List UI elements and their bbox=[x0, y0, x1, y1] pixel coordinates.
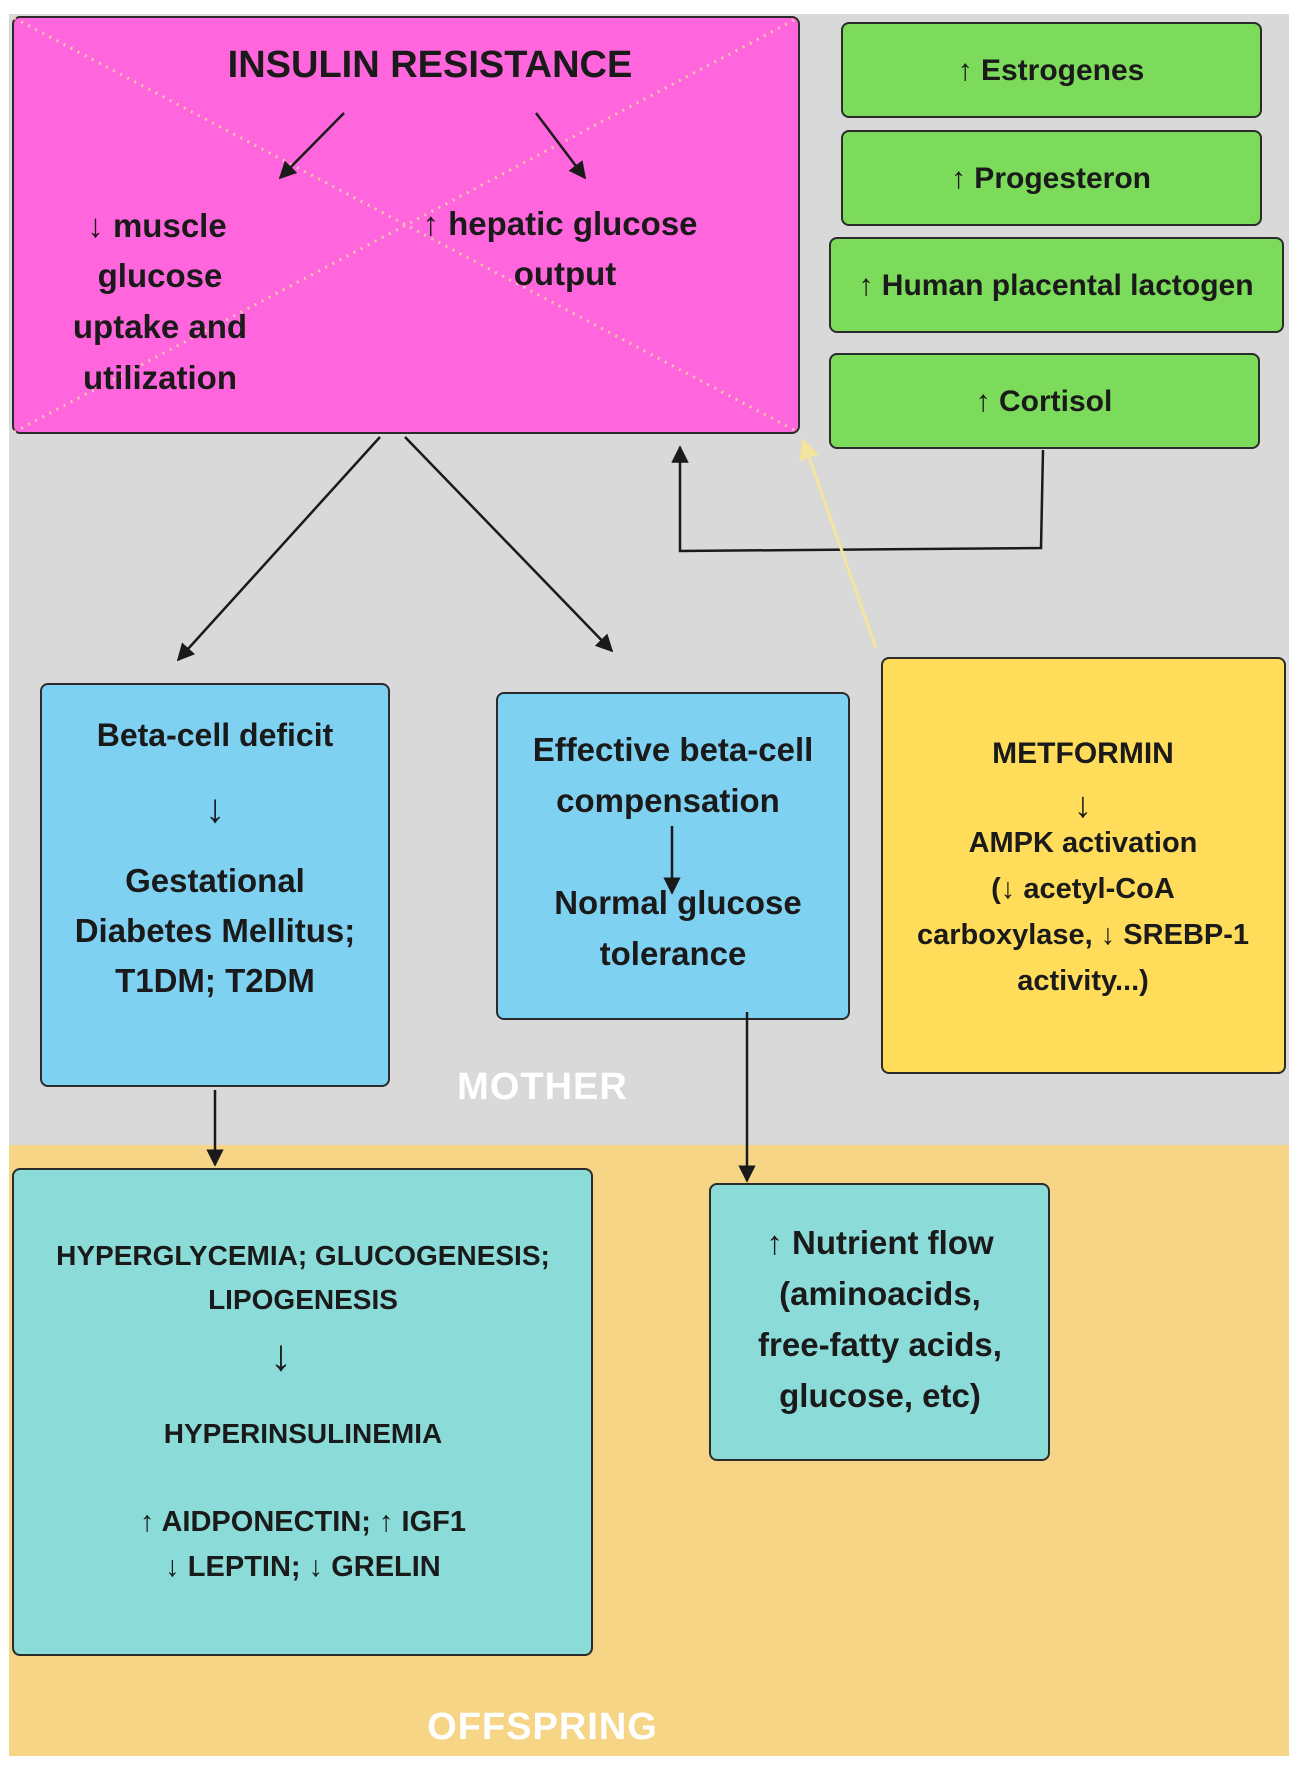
offspring-outcomes-box bbox=[12, 1168, 593, 1656]
hormone-box-estrogenes bbox=[841, 22, 1262, 118]
metformin-box bbox=[881, 657, 1286, 1074]
zone-label-mother: MOTHER bbox=[457, 1066, 628, 1108]
beta-cell-compensation-box bbox=[496, 692, 850, 1020]
hormone-box-progesteron bbox=[841, 130, 1262, 226]
hormone-box-placental-lactogen bbox=[829, 237, 1284, 333]
zone-label-offspring: OFFSPRING bbox=[427, 1706, 658, 1748]
insulin-resistance-box bbox=[12, 16, 800, 434]
beta-cell-deficit-box bbox=[40, 683, 390, 1087]
hormone-box-cortisol bbox=[829, 353, 1260, 449]
nutrient-flow-box bbox=[709, 1183, 1050, 1461]
